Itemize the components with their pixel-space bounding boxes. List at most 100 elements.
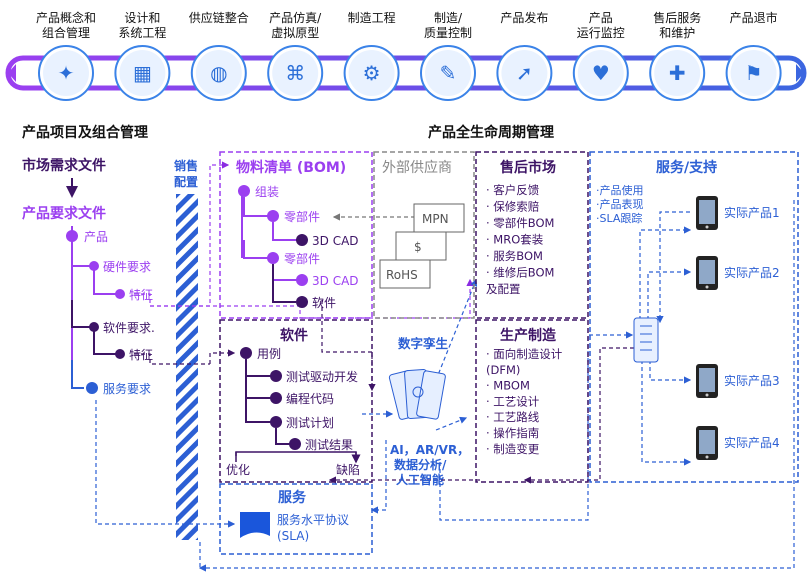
digital-twin-line-2: 数据分析/ (394, 457, 447, 472)
list-item: 及配置 (486, 282, 521, 296)
digital-twin: 数字孪生 AI，AR/VR， 数据分析/ 人工智能 (388, 336, 469, 487)
supplier-box: 外部供应商 MPN $ RoHS (373, 151, 475, 319)
product-req-doc: 产品要求文件 (22, 205, 106, 222)
software-item-tdd: 测试驱动开发 (286, 369, 358, 384)
bulb-icon: ✦ (38, 45, 94, 101)
svg-text:⚙: ⚙ (363, 61, 381, 85)
svg-text:✦: ✦ (58, 61, 75, 85)
stage-label-line-1: 制造工程 (348, 10, 396, 25)
software-title: 软件 (280, 327, 308, 344)
service-support-list: ·产品使用·产品表现·SLA跟踪 (596, 183, 644, 225)
hw-req: 硬件要求 (103, 260, 151, 274)
stage-4: 产品仿真/虚拟原型 ⌘ (267, 11, 324, 101)
stage-10: 产品退市⚑ (725, 10, 782, 101)
list-item: · 保修索赔 (486, 200, 539, 214)
sla-line-1: 服务水平协议 (277, 512, 349, 527)
market-doc: 市场需求文件 (22, 157, 106, 174)
list-item: · 服务BOM (486, 249, 543, 263)
digital-twin-line-3: 人工智能 (396, 472, 444, 487)
list-item: · 工艺设计 (486, 394, 540, 408)
smartphone-icon (696, 426, 718, 460)
actual-product-label: 实际产品2 (724, 265, 780, 280)
stage-5: 制造工程 ⚙ (343, 10, 400, 101)
list-item: · 零部件BOM (486, 216, 554, 230)
digital-twin-title: 数字孪生 (397, 336, 449, 351)
tools-icon: ✚ (649, 45, 706, 101)
list-item: · MBOM (486, 379, 530, 393)
service-support-box: 服务/支持 ·产品使用·产品表现·SLA跟踪 实际产品1 实际产品2 实际产品3 实际… (589, 151, 799, 483)
list-item: · 制造变更 (486, 442, 540, 456)
stage-label-line-1: 产品仿真/ (269, 11, 322, 25)
stage-label-line-2: 和维护 (659, 26, 695, 40)
circuit-icon: ⌘ (267, 45, 324, 101)
actual-product-2: 实际产品2 (696, 256, 780, 290)
lifecycle-band (5, 55, 807, 91)
actual-product-1: 实际产品1 (696, 196, 780, 230)
digital-twin-icon (388, 368, 446, 420)
list-item: · 操作指南 (486, 426, 539, 440)
stage-label-line-1: 供应链整合 (189, 10, 249, 25)
controller-icon (633, 317, 659, 363)
stage-label-line-2: 系统工程 (118, 25, 166, 40)
stage-label-line-2: 虚拟原型 (271, 26, 319, 40)
service-support-title: 服务/支持 (656, 159, 717, 176)
stage-label-line-1: 制造/ (434, 11, 463, 25)
portfolio-header: 产品项目及组合管理 (22, 124, 148, 141)
aftermarket-list: · 客户反馈· 保修索赔· 零部件BOM· MRO套装· 服务BOM· 维修后B… (486, 183, 554, 296)
robot-arm-icon: ⚙ (343, 45, 400, 101)
smartphone-icon (696, 364, 718, 398)
network-globe-icon: ◍ (190, 45, 247, 101)
software-item-test-plan: 测试计划 (286, 415, 334, 430)
aftermarket-title: 售后市场 (499, 159, 556, 176)
bom-part-2: 零部件 (284, 251, 320, 266)
svg-text:➚: ➚ (516, 61, 533, 85)
phone-heart-icon: ♥ (572, 45, 629, 101)
bom-software: 软件 (312, 296, 336, 310)
bom-cad-1: 3D CAD (312, 234, 359, 248)
stage-label-line-2: 运行监控 (577, 26, 625, 40)
list-item: · 维修后BOM (486, 266, 554, 280)
supplier-doc-rohs: RoHS (386, 268, 418, 282)
supplier-title: 外部供应商 (382, 159, 452, 176)
list-item: · 客户反馈 (486, 183, 540, 197)
lifecycle-header: 产品全生命周期管理 (428, 124, 554, 141)
connectors (95, 161, 795, 572)
stage-3: 供应链整合 ◍ (189, 10, 249, 101)
bom-title: 物料清单 (BOM) (236, 159, 346, 176)
actual-product-4: 实际产品4 (696, 426, 780, 460)
list-item: ·产品使用 (596, 183, 644, 197)
inspection-icon: ✎ (420, 45, 476, 101)
service-title: 服务 (278, 489, 307, 506)
rocket-icon: ➚ (496, 45, 553, 101)
supplier-doc-cost: $ (414, 240, 422, 254)
svg-text:✚: ✚ (669, 61, 686, 85)
list-item: · 面向制造设计 (486, 347, 563, 361)
bom-cad-2: 3D CAD (312, 274, 359, 288)
sw-req: 软件要求. (103, 321, 155, 335)
svg-text:♥: ♥ (592, 61, 610, 85)
smartphone-icon (696, 196, 718, 230)
checkered-flag-icon: ⚑ (725, 45, 782, 101)
manufacturing-title: 生产制造 (500, 327, 556, 344)
sales-label-1: 销售 (174, 158, 198, 173)
bom-part-1: 零部件 (284, 209, 320, 224)
list-item: (DFM) (486, 363, 520, 377)
product-node (66, 230, 78, 242)
stage-6: 制造/质量控制✎ (420, 11, 476, 101)
svg-text:▦: ▦ (133, 61, 152, 85)
sla-doc-icon (240, 512, 270, 538)
stage-7: 产品发布➚ (496, 10, 553, 101)
svg-text:◍: ◍ (210, 61, 227, 85)
actual-product-3: 实际产品3 (696, 364, 780, 398)
manufacturing-box: 生产制造 · 面向制造设计(DFM)· MBOM· 工艺设计· 工艺路线· 操作… (475, 319, 589, 483)
software-item-test-results: 测试结果 (305, 437, 353, 452)
smartphone-icon (696, 256, 718, 290)
actual-product-label: 实际产品4 (724, 435, 780, 450)
manufacturing-list: · 面向制造设计(DFM)· MBOM· 工艺设计· 工艺路线· 操作指南· 制… (486, 347, 563, 456)
software-optimize: 优化 (226, 463, 250, 477)
stage-label-line-1: 设计和 (124, 11, 160, 25)
sales-config-bar (176, 194, 198, 540)
